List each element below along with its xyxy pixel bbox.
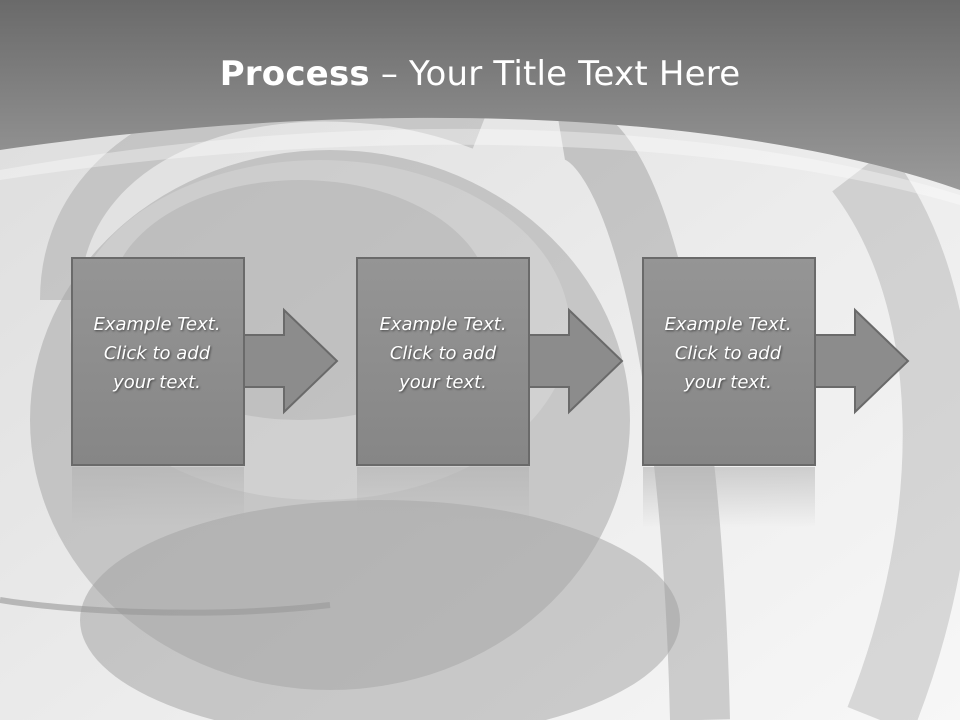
step-1-line-2: Click to add xyxy=(103,343,211,364)
step-3-line-2: Click to add xyxy=(674,343,782,364)
step-2-line-2: Click to add xyxy=(389,343,497,364)
arrow-right-icon xyxy=(243,307,339,415)
title-strong: Process xyxy=(219,54,370,94)
step-1-line-1: Example Text. xyxy=(93,314,221,335)
process-step-3 xyxy=(642,257,910,527)
arrow-right-icon xyxy=(814,307,910,415)
step-1-text[interactable]: Example Text. Click to add your text. xyxy=(72,310,242,397)
step-3-text[interactable]: Example Text. Click to add your text. xyxy=(643,310,813,397)
step-3-line-1: Example Text. xyxy=(664,314,792,335)
title-rest: – Your Title Text Here xyxy=(369,54,741,94)
step-2-text[interactable]: Example Text. Click to add your text. xyxy=(358,310,528,397)
step-2-line-3: your text. xyxy=(399,372,487,393)
step-3-line-3: your text. xyxy=(684,372,772,393)
step-2-line-1: Example Text. xyxy=(379,314,507,335)
slide-title[interactable]: Process – Your Title Text Here xyxy=(0,52,960,96)
arrow-right-icon xyxy=(528,307,624,415)
process-step-1 xyxy=(71,257,339,527)
step-1-line-3: your text. xyxy=(113,372,201,393)
process-step-2 xyxy=(356,257,624,527)
process-flow xyxy=(71,257,910,527)
